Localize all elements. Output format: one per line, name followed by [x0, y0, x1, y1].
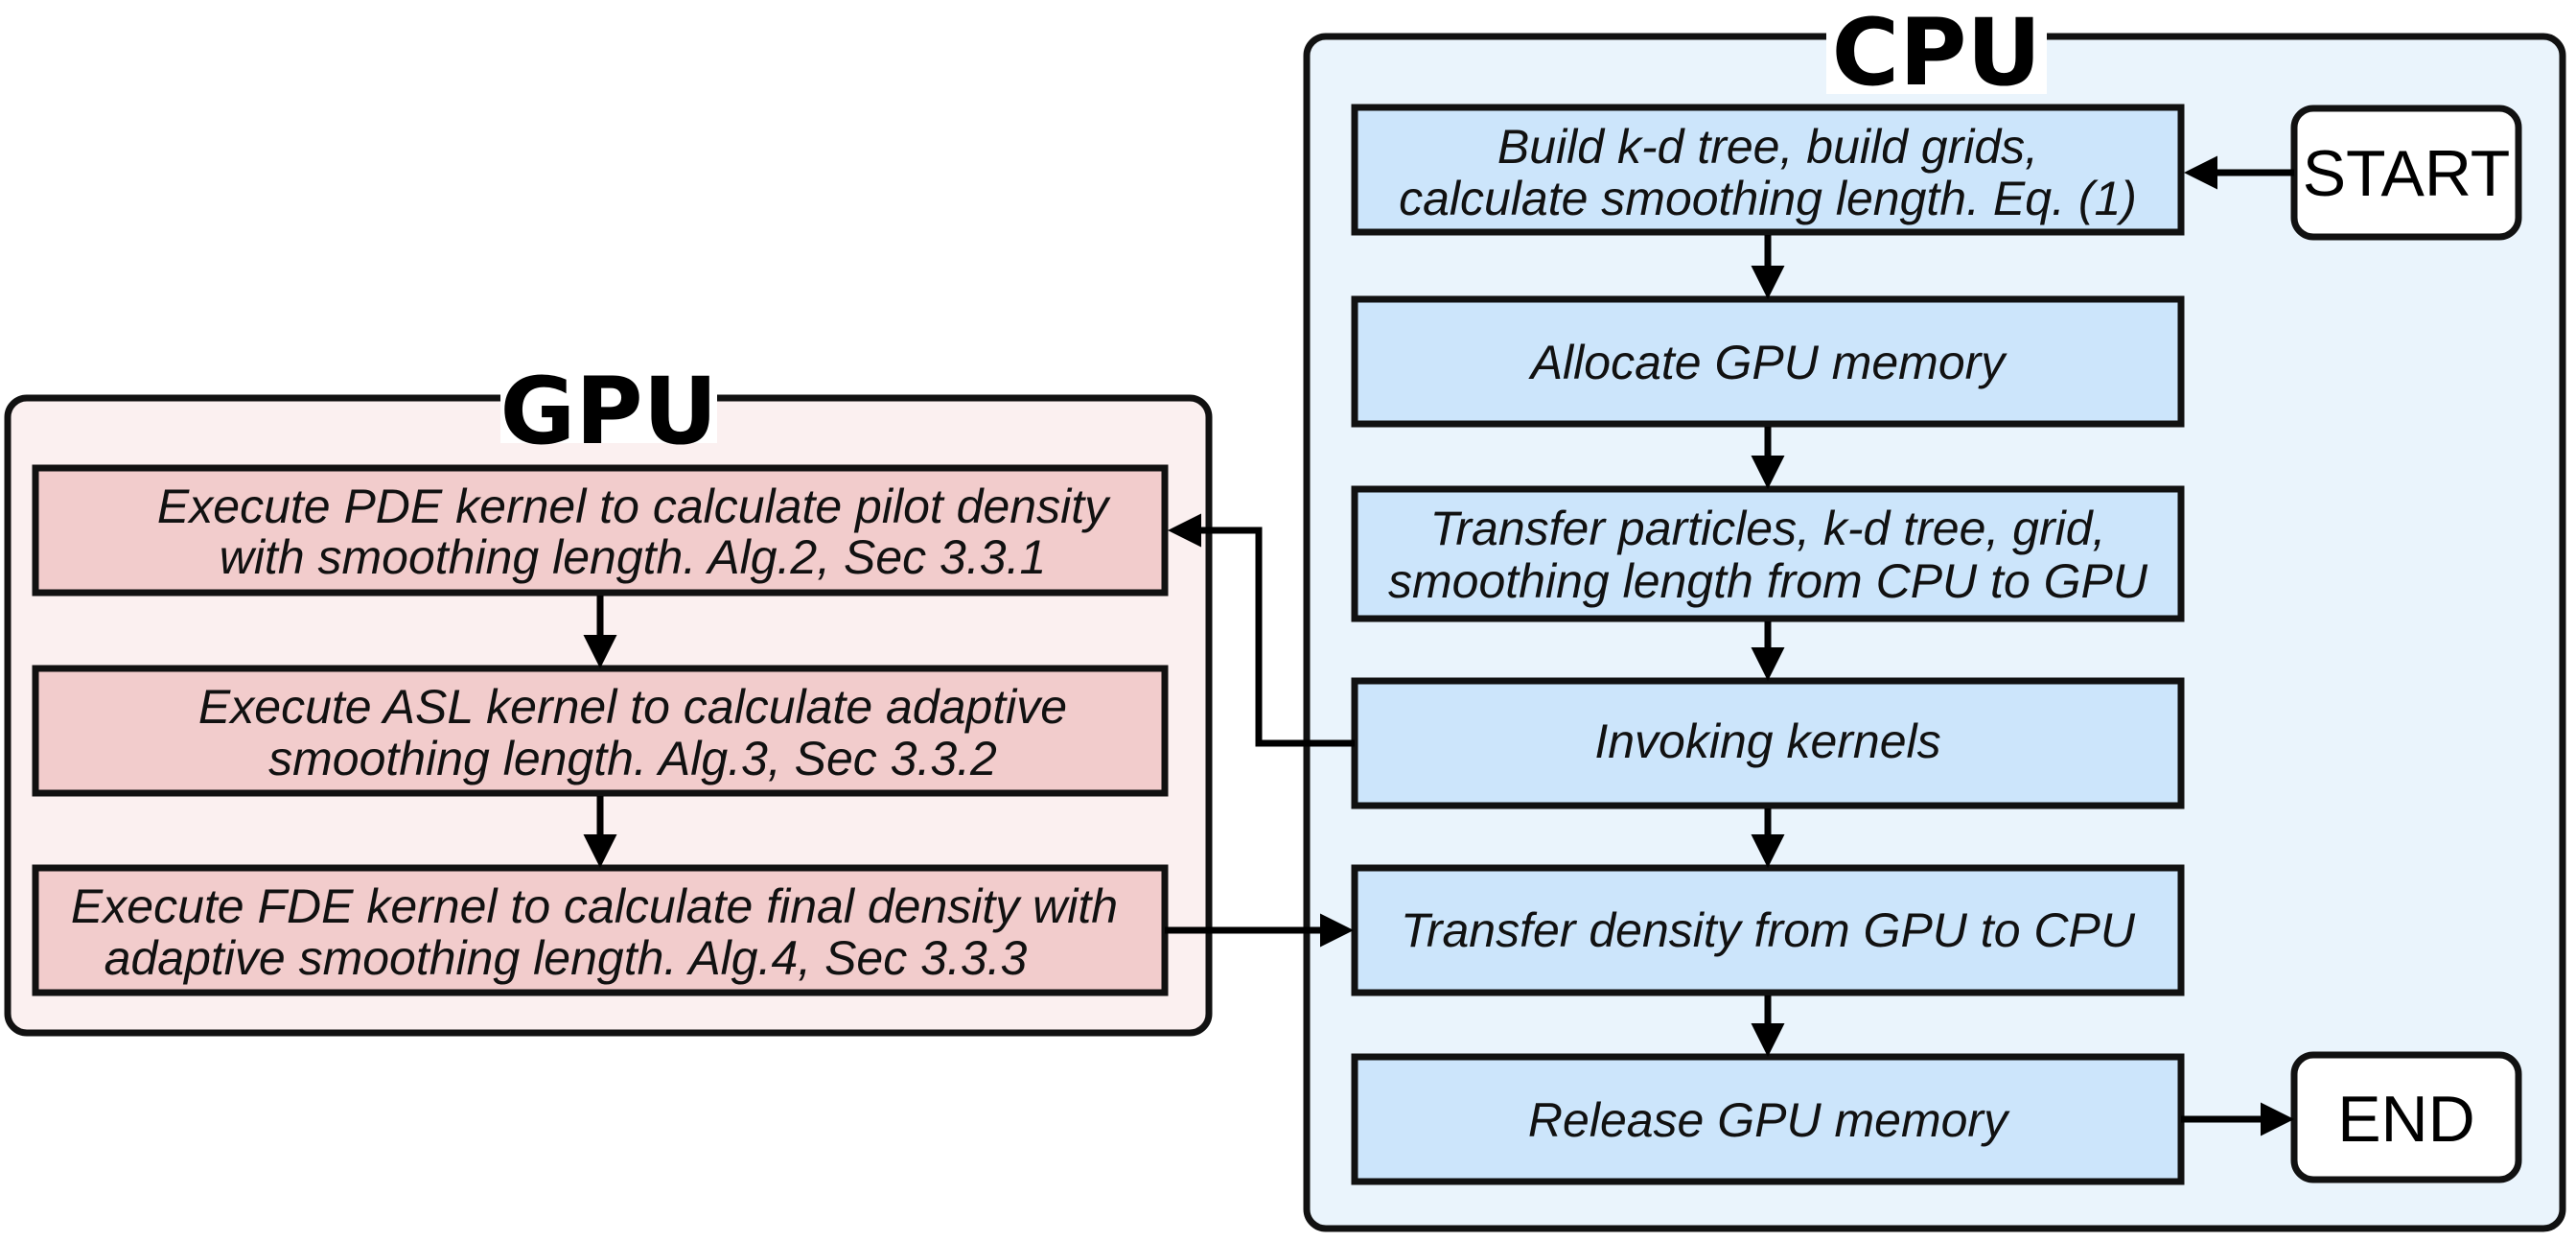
- gpu-step-fde-kernel: Execute FDE kernel to calculate final de…: [32, 864, 1169, 996]
- cpu-step-transfer-density-line-1: Transfer density from GPU to CPU: [1401, 903, 2136, 957]
- gpu-step-asl-kernel-line-1: Execute ASL kernel to calculate adaptive: [198, 680, 1067, 734]
- gpu-step-asl-kernel: Execute ASL kernel to calculate adaptive…: [32, 665, 1169, 797]
- cpu-step-release-memory: Release GPU memory: [1351, 1053, 2185, 1185]
- cpu-step-transfer-to-gpu: Transfer particles, k-d tree, grid, smoo…: [1351, 485, 2185, 622]
- cpu-step-allocate-memory-line-1: Allocate GPU memory: [1528, 336, 2008, 389]
- cpu-steps: Build k-d tree, build grids, calculate s…: [1351, 104, 2185, 1185]
- cpu-title: CPU: [1832, 0, 2042, 106]
- arrow-invoking-to-pde: [1168, 513, 1355, 747]
- cpu-step-allocate-memory: Allocate GPU memory: [1351, 295, 2185, 428]
- cpu-step-build-tree-line-1: Build k-d tree, build grids,: [1497, 120, 2038, 174]
- end-label: END: [2337, 1083, 2475, 1156]
- gpu-step-fde-kernel-line-1: Execute FDE kernel to calculate final de…: [71, 879, 1118, 933]
- cpu-step-transfer-to-gpu-line-2: smoothing length from CPU to GPU: [1388, 554, 2148, 608]
- arrows: [583, 155, 2294, 1136]
- gpu-step-pde-kernel-line-1: Execute PDE kernel to calculate pilot de…: [157, 480, 1111, 533]
- cpu-step-build-tree: Build k-d tree, build grids, calculate s…: [1351, 104, 2185, 236]
- cpu-title-backdrop: [1826, 8, 2047, 94]
- gpu-title-backdrop: [500, 366, 717, 443]
- cpu-step-build-tree-line-2: calculate smoothing length. Eq. (1): [1399, 172, 2137, 225]
- gpu-step-fde-kernel-line-2: adaptive smoothing length. Alg.4, Sec 3.…: [104, 931, 1028, 985]
- start-terminal: START: [2290, 105, 2522, 241]
- cpu-step-invoking-kernels: Invoking kernels: [1351, 677, 2185, 809]
- cpu-step-invoking-kernels-line-1: Invoking kernels: [1594, 714, 1940, 768]
- cpu-step-release-memory-line-1: Release GPU memory: [1528, 1093, 2010, 1147]
- cpu-step-transfer-density: Transfer density from GPU to CPU: [1351, 864, 2185, 996]
- gpu-step-asl-kernel-line-2: smoothing length. Alg.3, Sec 3.3.2: [268, 732, 997, 785]
- gpu-steps: Execute PDE kernel to calculate pilot de…: [32, 464, 1169, 996]
- gpu-title: GPU: [499, 358, 717, 465]
- gpu-step-pde-kernel: Execute PDE kernel to calculate pilot de…: [32, 464, 1169, 597]
- start-label: START: [2303, 137, 2511, 210]
- gpu-step-pde-kernel-line-2: with smoothing length. Alg.2, Sec 3.3.1: [220, 530, 1047, 584]
- cpu-step-transfer-to-gpu-line-1: Transfer particles, k-d tree, grid,: [1430, 502, 2106, 555]
- end-terminal: END: [2290, 1051, 2522, 1183]
